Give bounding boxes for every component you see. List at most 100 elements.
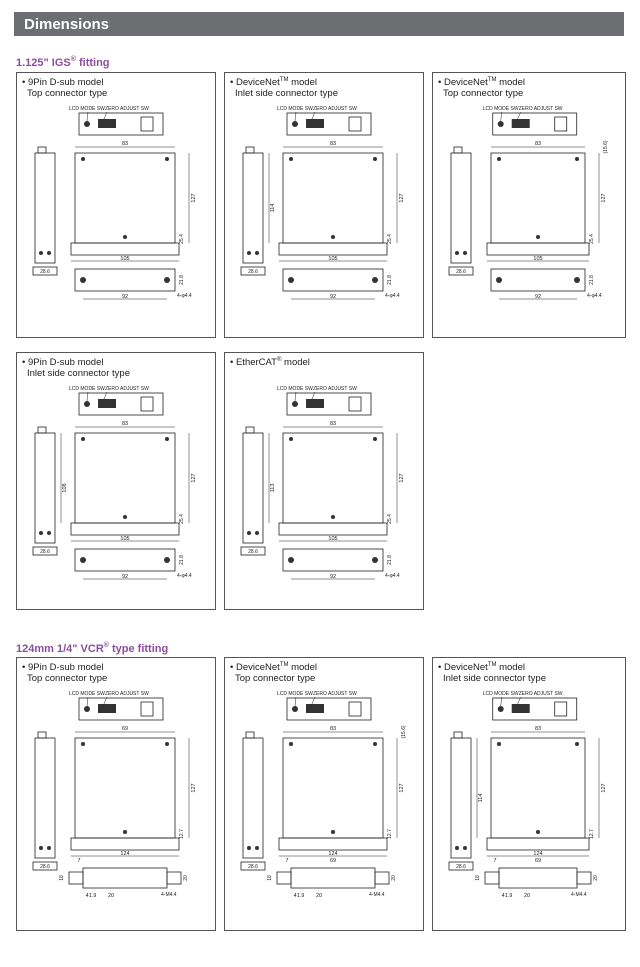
side-height-dim: 114 xyxy=(270,204,276,213)
mount-hole-icon xyxy=(80,557,86,563)
mount-hole-icon xyxy=(288,277,294,283)
base-height-dim: 25.4 xyxy=(179,234,185,244)
front-height-dim: 127 xyxy=(191,783,197,792)
screw-icon xyxy=(81,742,85,746)
front-height-dim: 127 xyxy=(191,473,197,482)
mount-hole-icon xyxy=(372,277,378,283)
hole-spec-label: 4-M4.4 xyxy=(369,892,385,898)
side-width-dim: 28.6 xyxy=(40,549,50,555)
front-height-dim: 127 xyxy=(399,783,405,792)
front-view-outline xyxy=(490,152,586,244)
bottom-width-dim: 20 xyxy=(391,875,397,881)
leader-line xyxy=(294,111,297,122)
base-height-dim: 12.7 xyxy=(589,829,595,839)
base-length-dim: 105 xyxy=(120,536,129,542)
mode-switch-icon xyxy=(292,121,298,127)
base-length-dim: 105 xyxy=(533,256,542,262)
front-view-outline xyxy=(282,152,384,244)
front-height-dim: 127 xyxy=(601,193,607,202)
top-view-outline xyxy=(492,697,578,721)
base-length-dim: 124 xyxy=(120,851,129,857)
screw-icon xyxy=(536,235,540,239)
bottom-view-outline xyxy=(290,867,376,889)
lcd-mode-sw-label: LCD MODE SW xyxy=(277,691,313,697)
connector-icon xyxy=(98,119,116,128)
hole-spec-label: 4-φ4.4 xyxy=(587,293,602,299)
side-width-dim: 28.6 xyxy=(456,269,466,275)
side-dim-box xyxy=(240,861,266,871)
hole-pitch-dim: 92 xyxy=(330,574,336,580)
offset-dim: 7 xyxy=(285,858,288,864)
lcd-mode-sw-label: LCD MODE SW xyxy=(69,386,105,392)
lcd-display-icon xyxy=(348,116,362,132)
hole-spacing-dim: 20 xyxy=(524,893,530,899)
screw-icon xyxy=(165,437,169,441)
side-width-dim: 28.6 xyxy=(456,864,466,870)
bottom-view-outline xyxy=(498,867,578,889)
screw-icon xyxy=(123,235,127,239)
mount-hole-icon xyxy=(47,846,51,850)
lcd-display-icon xyxy=(348,396,362,412)
hole-pitch-dim: 92 xyxy=(535,294,541,300)
mount-hole-icon xyxy=(80,277,86,283)
front-view-outline xyxy=(490,737,586,839)
zero-adjust-sw-label: ZERO ADJUST SW xyxy=(313,106,357,112)
screw-icon xyxy=(123,830,127,834)
front-height-dim: 127 xyxy=(191,193,197,202)
front-base xyxy=(70,837,180,851)
connector-icon xyxy=(98,399,116,408)
mount-hole-icon xyxy=(255,251,259,255)
screw-icon xyxy=(575,157,579,161)
side-height-dim: 108 xyxy=(62,483,68,492)
mount-hole-icon xyxy=(255,846,259,850)
screw-icon xyxy=(123,515,127,519)
lcd-display-icon xyxy=(554,701,568,717)
front-width-dim: 83 xyxy=(330,141,336,147)
leader-line xyxy=(516,696,521,707)
leader-line xyxy=(86,696,89,707)
hole-spec-label: 4-φ4.4 xyxy=(177,573,192,579)
zero-adjust-sw-label: ZERO ADJUST SW xyxy=(105,106,149,112)
top-view-outline xyxy=(78,392,164,416)
mount-hole-icon xyxy=(47,251,51,255)
lcd-mode-sw-label: LCD MODE SW xyxy=(483,106,519,112)
front-base xyxy=(278,837,388,851)
leader-line xyxy=(294,391,297,402)
model-title: • EtherCAT® model xyxy=(230,357,310,369)
front-base xyxy=(278,242,388,256)
side-dim-box xyxy=(448,266,474,276)
bottom-depth-dim: 21.8 xyxy=(179,555,185,565)
mount-hole-icon xyxy=(574,277,580,283)
vcr-fitting-right xyxy=(576,871,592,885)
top-offset-dim: (15.6) xyxy=(401,725,407,738)
connector-type-label: Inlet side connector type xyxy=(235,88,338,99)
screw-icon xyxy=(81,157,85,161)
front-view-outline xyxy=(282,432,384,524)
screw-icon xyxy=(289,157,293,161)
front-view-outline xyxy=(74,152,176,244)
side-view-outline xyxy=(242,737,264,859)
lcd-mode-sw-label: LCD MODE SW xyxy=(277,106,313,112)
hole-spacing-dim: 20 xyxy=(108,893,114,899)
mode-switch-icon xyxy=(292,401,298,407)
section-title-igs: 1.125" IGS® fitting xyxy=(16,56,110,69)
top-view-outline xyxy=(286,392,372,416)
base-length-dim: 124 xyxy=(328,851,337,857)
mount-hole-icon xyxy=(463,846,467,850)
hole-spec-label: 4-φ4.4 xyxy=(177,293,192,299)
top-view-outline xyxy=(492,112,578,136)
offset-dim: 7 xyxy=(493,858,496,864)
zero-adjust-sw-label: ZERO ADJUST SW xyxy=(313,386,357,392)
top-view-outline xyxy=(78,112,164,136)
connector-type-label: Top connector type xyxy=(27,673,108,684)
screw-icon xyxy=(165,157,169,161)
side-view-outline xyxy=(34,432,56,544)
leader-line xyxy=(310,391,316,402)
side-width-dim: 28.6 xyxy=(248,549,258,555)
bottom-view-outline xyxy=(282,548,384,572)
leader-line xyxy=(294,696,297,707)
mount-hole-icon xyxy=(455,251,459,255)
